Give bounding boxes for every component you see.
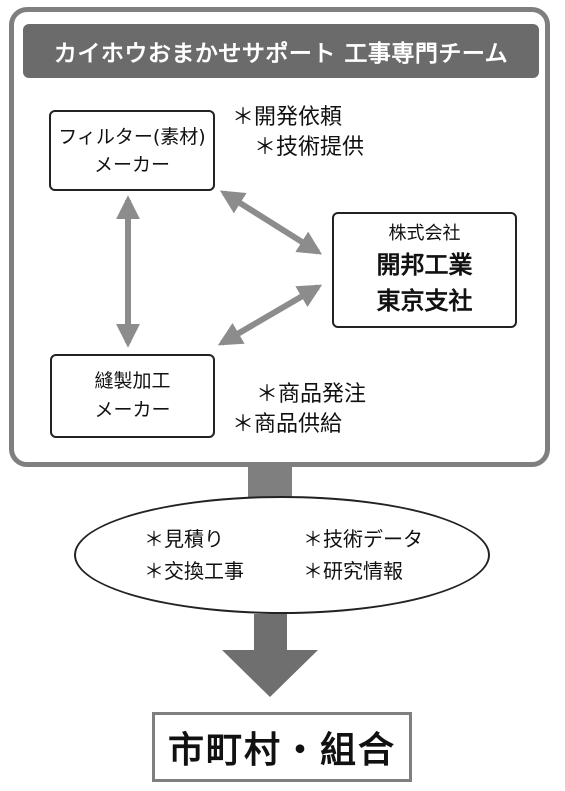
kaiho-company-line1: 株式会社 [388,223,461,244]
down-arrow [222,614,318,697]
services-left: ＊見積り ＊交換工事 [144,523,244,587]
top-note-line1: ＊開発依頼 [232,105,343,130]
kaiho-company-box: 株式会社 開邦工業 東京支社 [332,212,517,328]
bottom-note-line2: ＊商品供給 [232,412,343,437]
top-note-line2: ＊技術提供 [254,135,365,160]
services-ellipse [74,496,490,614]
service-replacement: ＊交換工事 [144,559,244,583]
sewing-maker-line2: メーカー [94,399,171,421]
output-label: 市町村・組合 [167,730,396,771]
arrow-sewing-kaiho [217,284,323,346]
top-note: ＊開発依頼 ＊技術提供 [232,103,364,163]
filter-maker-line1: フィルター(素材) [58,125,206,148]
filter-maker-box: フィルター(素材) メーカー [49,110,215,191]
kaiho-company-line2: 開邦工業 [376,251,473,279]
service-research: ＊研究情報 [303,559,403,583]
service-tech-data: ＊技術データ [303,527,423,551]
services-right: ＊技術データ ＊研究情報 [303,523,423,587]
service-estimate: ＊見積り [144,527,224,551]
banner-title: カイホウおまかせサポート 工事専門チーム [53,41,509,67]
output-box: 市町村・組合 [152,712,412,782]
sewing-maker-box: 縫製加工 メーカー [50,354,215,438]
arrow-filter-kaiho [219,190,323,255]
bottom-note-line1: ＊商品発注 [256,382,367,407]
filter-maker-line2: メーカー [93,153,170,176]
team-banner: カイホウおまかせサポート 工事専門チーム [23,24,539,78]
kaiho-company-line3: 東京支社 [376,287,473,315]
sewing-maker-line1: 縫製加工 [94,370,171,392]
bottom-note: ＊商品発注 ＊商品供給 [232,380,366,440]
